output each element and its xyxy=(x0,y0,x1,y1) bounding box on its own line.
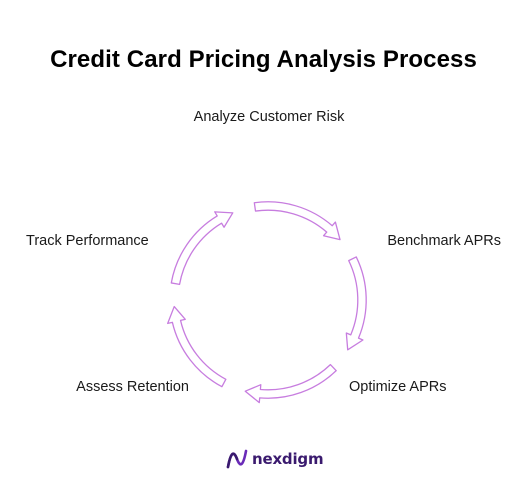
diagram-title: Credit Card Pricing Analysis Process xyxy=(50,46,477,73)
brand-name: nexdigm xyxy=(252,450,324,468)
step-label-benchmark-aprs: Benchmark APRs xyxy=(387,233,501,249)
arrow-retention-to-performance xyxy=(167,305,227,388)
step-label-assess-retention: Assess Retention xyxy=(76,379,189,395)
cycle-arrows xyxy=(167,201,367,404)
arrow-benchmark-to-optimize xyxy=(345,256,367,351)
step-label-analyze-customer-risk: Analyze Customer Risk xyxy=(193,109,345,125)
brand-footer: nexdigm xyxy=(226,446,324,472)
arrow-risk-to-benchmark xyxy=(253,201,341,241)
arrow-performance-to-risk xyxy=(170,211,234,286)
arrow-optimize-to-retention xyxy=(244,363,337,404)
nexdigm-logo-icon xyxy=(226,449,248,469)
step-label-optimize-aprs: Optimize APRs xyxy=(349,379,447,395)
step-label-track-performance: Track Performance xyxy=(26,233,149,249)
